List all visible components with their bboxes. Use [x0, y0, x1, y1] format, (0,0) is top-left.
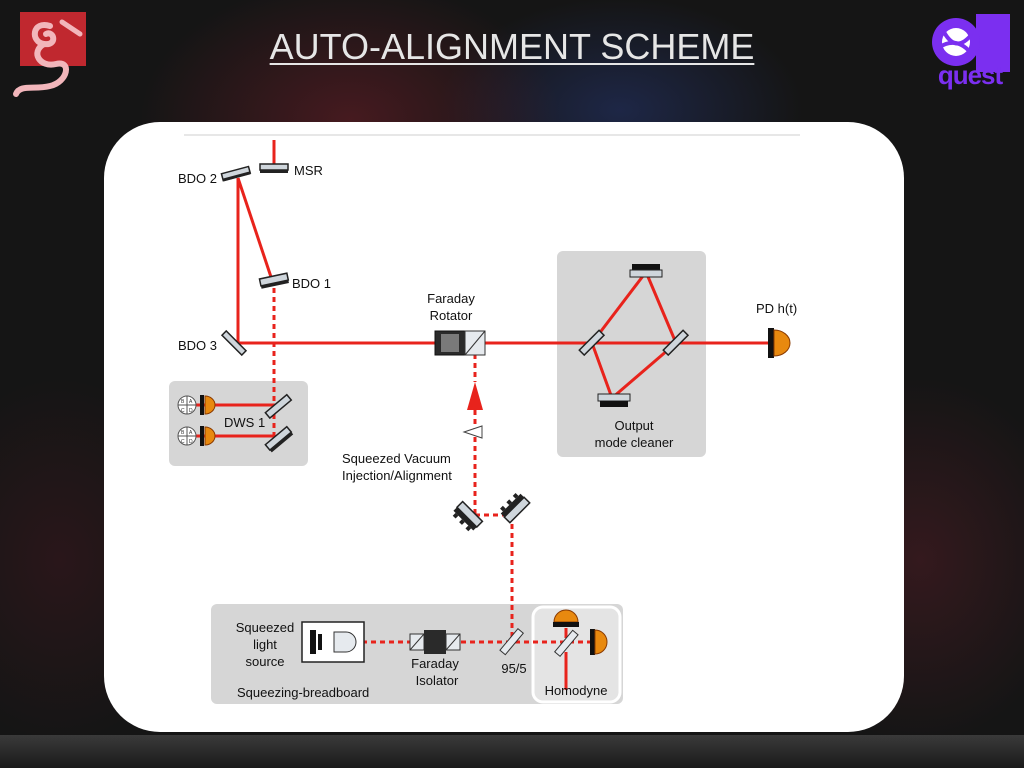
auto-alignment-diagram: B A C D B A C D [169, 134, 800, 704]
mirror-bdo2-icon [220, 165, 252, 182]
homodyne-detector-right-icon [590, 629, 608, 655]
label-beamsplitter: 95/5 [501, 661, 526, 676]
mirror-msr-icon [259, 163, 289, 173]
label-photodiode: PD h(t) [756, 301, 797, 316]
quad-label-d1: D [189, 408, 193, 414]
omc-mirror-bottom-icon [597, 393, 631, 407]
beamsplitter-95-5-icon [499, 627, 525, 656]
slide-title: AUTO-ALIGNMENT SCHEME [269, 26, 755, 67]
small-wedge-icon [462, 425, 483, 439]
injection-arrow-icon [467, 382, 483, 410]
label-source-line1: Squeezed [236, 620, 295, 635]
label-injection-line1: Squeezed Vacuum [342, 451, 451, 466]
omc-mirror-left-icon [578, 329, 606, 357]
quad-label-b2: B [181, 430, 185, 436]
label-faraday-isolator-line2: Isolator [416, 673, 459, 688]
quad-label-c1: C [181, 408, 185, 414]
omc-mirror-top-icon [629, 264, 663, 278]
faraday-isolator-icon [409, 630, 461, 654]
quad-label-d2: D [189, 439, 193, 445]
dws-mirror-upper-icon [264, 393, 293, 420]
quad-label-a2: A [189, 430, 193, 436]
label-dws: DWS 1 [224, 415, 265, 430]
label-faraday-rotator-line1: Faraday [427, 291, 475, 306]
steering-mirror-left-icon [452, 500, 484, 532]
faraday-rotator-icon [434, 330, 486, 356]
label-omc-line1: Output [614, 418, 653, 433]
quad-label-c2: C [181, 439, 185, 445]
label-bdo2: BDO 2 [178, 171, 217, 186]
quad-label-a1: A [189, 399, 193, 405]
squeezed-light-source-icon [301, 621, 365, 663]
quadrant-detector-upper-icon: B A C D [177, 395, 216, 415]
quest-logo-icon [932, 14, 1010, 72]
homodyne-detector-top-icon [553, 609, 579, 627]
script-g-logo-icon [13, 12, 86, 97]
omc-mirror-right-icon [662, 329, 690, 357]
label-source-line3: source [245, 654, 284, 669]
homodyne-beamsplitter-icon [553, 629, 579, 658]
mirror-bdo3-icon [220, 329, 248, 357]
label-source-line2: light [253, 637, 277, 652]
quest-logo-text: quest [937, 60, 1003, 90]
photodiode-icon [768, 328, 791, 358]
steering-mirror-right-icon [500, 493, 531, 524]
label-faraday-rotator-line2: Rotator [430, 308, 473, 323]
label-homodyne: Homodyne [545, 683, 608, 698]
dws-mirror-lower-icon [264, 425, 294, 453]
quadrant-detector-lower-icon: B A C D [177, 426, 216, 446]
label-bdo3: BDO 3 [178, 338, 217, 353]
label-faraday-isolator-line1: Faraday [411, 656, 459, 671]
diagram-panel: B A C D B A C D [104, 122, 904, 732]
label-injection-line2: Injection/Alignment [342, 468, 452, 483]
quad-label-b1: B [181, 399, 185, 405]
label-bdo1: BDO 1 [292, 276, 331, 291]
label-breadboard: Squeezing-breadboard [237, 685, 369, 700]
output-mode-cleaner-box [557, 251, 706, 457]
label-omc-line2: mode cleaner [595, 435, 674, 450]
mirror-bdo1-icon [258, 272, 290, 289]
label-msr: MSR [294, 163, 323, 178]
bottom-strip [0, 735, 1024, 768]
